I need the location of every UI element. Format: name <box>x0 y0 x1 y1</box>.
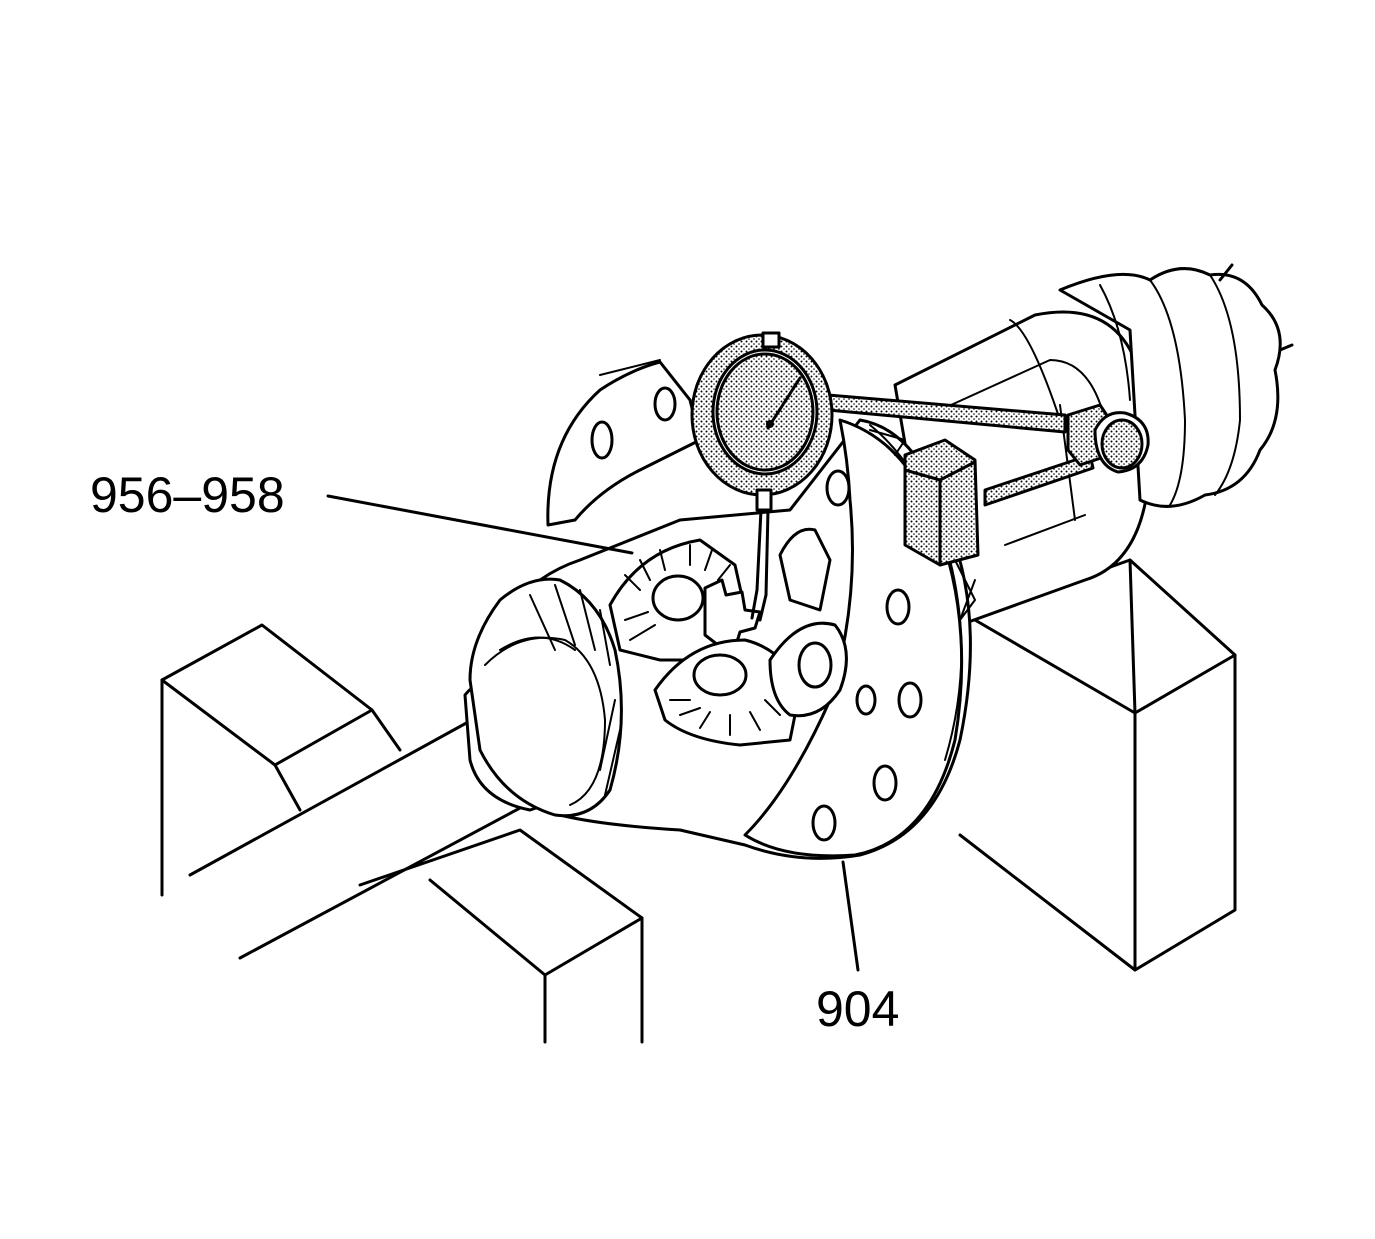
side-bearing <box>468 577 623 818</box>
differential-gears <box>608 527 848 747</box>
right-support-block <box>958 558 1237 972</box>
callout-label-904: 904 <box>816 981 899 1037</box>
callout-label-956-958: 956–958 <box>90 467 285 523</box>
leader-line-904 <box>841 860 860 972</box>
left-support-block <box>160 623 402 897</box>
dial-indicator <box>690 331 1150 622</box>
leader-line-956-958 <box>326 494 634 555</box>
front-support-block <box>358 828 644 1044</box>
